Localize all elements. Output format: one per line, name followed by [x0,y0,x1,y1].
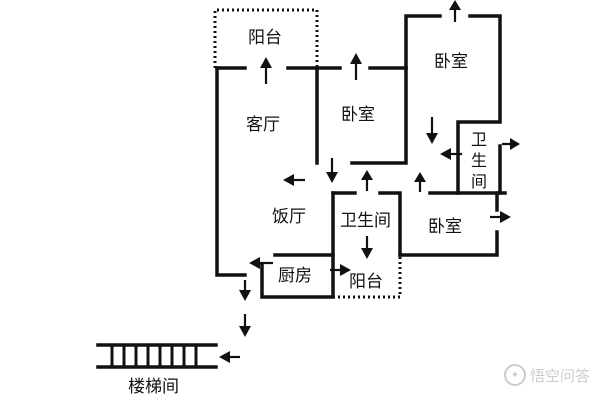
bottom-balcony-outline [333,255,402,299]
left-arrow-icon [440,148,462,160]
bathroom-center-label: 卫生间 [340,211,391,231]
watermark-logo-icon: ✦ [503,364,526,386]
living-room-label: 客厅 [246,115,280,135]
down-arrow-icon [361,236,373,259]
dining-room-label: 饭厅 [272,207,306,227]
right-arrow-icon [490,211,511,223]
staircase [96,343,218,369]
up-arrow-icon [350,53,362,80]
down-arrow-icon [326,158,338,183]
up-arrow-icon [449,0,461,22]
down-arrow-icon [239,314,251,337]
watermark-text: 悟空问答 [529,366,590,385]
bedroom-top-right-label: 卧室 [434,52,468,72]
stairwell-label: 楼梯间 [128,377,179,397]
right-arrow-icon [502,138,520,150]
bathroom-right-label-3: 间 [471,172,487,191]
left-arrow-icon [219,351,240,363]
balcony-bottom-label: 阳台 [349,272,383,292]
right-arrow-icon [330,264,351,276]
watermark: ✦ 悟空问答 [503,364,590,386]
bedroom-middle-label: 卧室 [341,105,375,125]
up-arrow-icon [260,57,272,84]
bathroom-right-label-1: 卫 [471,130,487,149]
left-arrow-icon [283,174,305,186]
up-arrow-icon [361,170,373,191]
down-arrow-icon [239,280,251,301]
bedroom-bottom-right-label: 卧室 [428,217,462,237]
up-arrow-icon [414,172,426,192]
walls [215,14,507,299]
balcony-top-label: 阳台 [248,28,282,48]
down-arrow-icon [426,117,438,144]
kitchen-label: 厨房 [278,266,312,286]
left-arrow-icon [249,257,273,269]
bathroom-right-label-2: 生 [471,151,487,170]
